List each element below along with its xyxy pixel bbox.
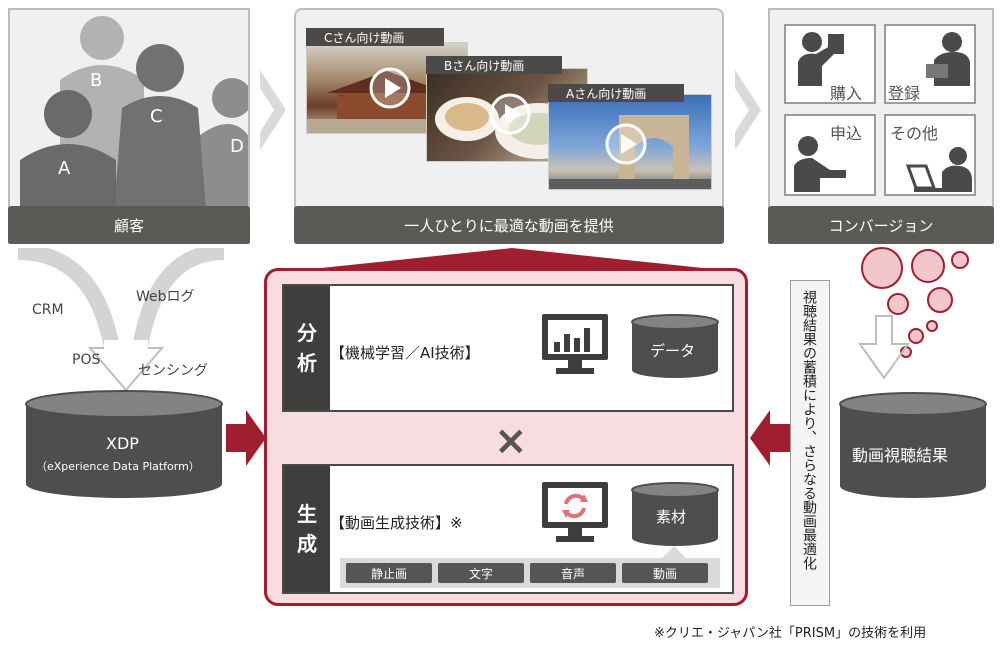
analysis-title: 【機械学習／AI技術】 [330, 344, 480, 362]
arch-shape [549, 115, 711, 189]
arrow-left-icon [750, 410, 790, 466]
generation-side-label: 生 成 [284, 466, 330, 592]
material-cylinder [631, 482, 719, 546]
play-icon [605, 123, 647, 165]
analysis-side-label: 分 析 [284, 286, 330, 410]
times-symbol: × [494, 418, 528, 464]
monitor-refresh-icon [542, 482, 608, 542]
generation-side-char-2: 成 [297, 532, 317, 556]
conversion-label-register: 登録 [888, 84, 921, 103]
conversion-cell-apply [784, 114, 876, 196]
video-tag-a: Aさん向け動画 [548, 84, 684, 102]
result-label: 動画視聴結果 [852, 446, 949, 465]
person-label-a: A [58, 158, 71, 179]
analysis-side-char-1: 分 [297, 321, 317, 345]
triangle-up-shape [302, 248, 722, 270]
conversion-label-other: その他 [890, 124, 939, 143]
material-label: 素材 [656, 508, 687, 526]
data-label: データ [650, 342, 696, 360]
tool-audio: 音声 [530, 563, 616, 583]
arrow-right-icon [226, 410, 266, 466]
monitor-chart-icon [542, 314, 608, 374]
conversion-cell-other [884, 114, 976, 196]
person-label-b: B [90, 70, 103, 91]
chevron-right-icon [260, 70, 286, 150]
conversion-label: コンバージョン [768, 206, 994, 244]
feedback-vertical-box [790, 280, 830, 606]
conversion-cell-register [884, 24, 976, 104]
customers-panel: B C A D [8, 8, 250, 244]
xdp-cylinder [25, 390, 223, 498]
input-label-sensing: センシング [138, 363, 208, 379]
conversion-label-apply: 申込 [830, 124, 863, 143]
customers-illustration [20, 16, 248, 210]
play-icon [369, 67, 411, 109]
conversion-cell-purchase [784, 24, 876, 104]
conversion-label-purchase: 購入 [830, 84, 863, 103]
person-writing-icon [794, 136, 846, 192]
feedback-vertical-text: 視聴結果の蓄積により、さらなる動画最適化 [801, 290, 817, 570]
video-thumbnail-a [548, 94, 712, 190]
person-label-d: D [230, 136, 244, 157]
person-laptop-icon [926, 32, 970, 86]
footnote: ※クリエ・ジャパン社「PRISM」の技術を利用 [654, 626, 927, 641]
tool-text: 文字 [438, 563, 524, 583]
generation-side-char-1: 生 [297, 502, 317, 526]
video-tag-c: Cさん向け動画 [306, 28, 444, 46]
result-cylinder [839, 392, 987, 498]
person-shopping-icon [798, 32, 844, 86]
bubbles-shape [858, 247, 969, 380]
play-icon [489, 93, 531, 135]
input-arrows-shape [17, 248, 225, 392]
analysis-side-char-2: 析 [297, 351, 317, 375]
tool-video: 動画 [622, 563, 708, 583]
input-label-pos: POS [72, 352, 101, 368]
tool-still-image: 静止画 [346, 563, 432, 583]
xdp-subtitle: （eXperience Data Platform） [36, 460, 200, 473]
data-cylinder [631, 314, 719, 378]
generation-title: 【動画生成技術】※ [330, 514, 463, 532]
video-tag-b: Bさん向け動画 [426, 56, 562, 74]
input-label-crm: CRM [32, 302, 64, 318]
chevron-right-icon [735, 70, 761, 150]
customers-label: 顧客 [8, 206, 250, 244]
input-label-weblog: Webログ [136, 289, 195, 305]
person-label-c: C [150, 106, 163, 127]
xdp-title: XDP [106, 434, 139, 453]
person-computer-icon [905, 147, 972, 192]
videos-label: 一人ひとりに最適な動画を提供 [294, 206, 724, 244]
